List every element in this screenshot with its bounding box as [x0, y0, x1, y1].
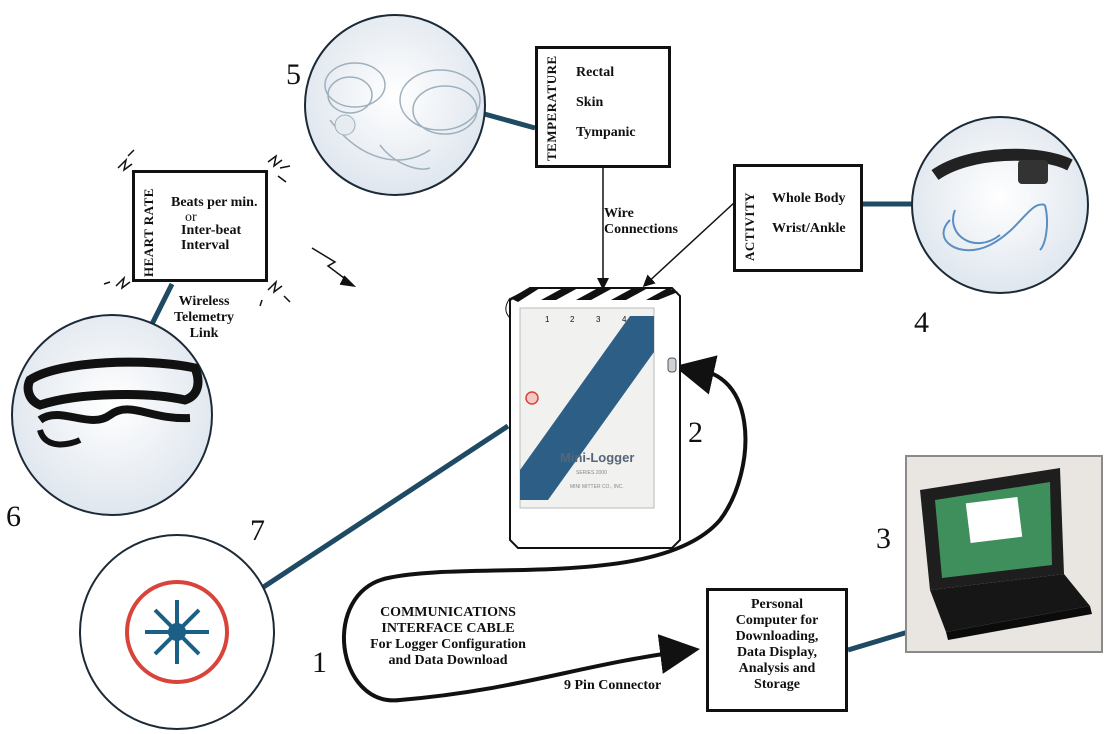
heart-rate-line-2: or — [185, 210, 197, 225]
number-4: 4 — [914, 306, 929, 339]
activity-title: ACTIVITY — [742, 191, 757, 261]
pc-line-3: Downloading, — [735, 629, 819, 644]
chest-strap-photo — [11, 314, 213, 516]
wire-connections-line-1: Wire — [604, 206, 634, 221]
temperature-box: TEMPERATURE Rectal Skin Tympanic — [535, 46, 671, 168]
number-1: 1 — [312, 646, 327, 679]
pc-line-5: Analysis and — [738, 661, 816, 676]
heart-rate-box: HEART RATE Beats per min. or Inter-beat … — [132, 170, 268, 282]
connector-lines — [145, 107, 930, 653]
wire-arrow-activity — [642, 201, 736, 288]
connector-label: 9 Pin Connector — [564, 678, 662, 693]
cable-line-3: For Logger Configuration — [370, 637, 526, 652]
heart-rate-title: HEART RATE — [141, 188, 156, 277]
port-label-4: 4 — [622, 315, 627, 324]
temperature-title: TEMPERATURE — [544, 55, 559, 161]
temperature-item-skin: Skin — [576, 95, 604, 110]
wireless-line-1: Wireless — [178, 294, 230, 309]
activity-item-whole-body: Whole Body — [772, 191, 846, 206]
temperature-item-rectal: Rectal — [576, 65, 615, 80]
pc-line-4: Data Display, — [736, 645, 818, 660]
heart-rate-line-3: Inter-beat — [181, 223, 242, 238]
activity-sensor-photo — [911, 116, 1089, 294]
heart-rate-line-4: Interval — [181, 238, 230, 253]
temperature-item-tympanic: Tympanic — [576, 125, 636, 140]
cable-line-4: and Data Download — [388, 653, 508, 668]
cable-label: COMMUNICATIONS INTERFACE CABLE For Logge… — [332, 605, 564, 669]
pc-line-2: Computer for — [735, 613, 819, 628]
cable-loop — [341, 367, 748, 703]
activity-box: ACTIVITY Whole Body Wrist/Ankle — [733, 164, 863, 272]
number-6: 6 — [6, 500, 21, 533]
number-5: 5 — [286, 58, 301, 91]
wire-connections-line-2: Connections — [604, 222, 678, 237]
number-3: 3 — [876, 522, 891, 555]
port-label-2: 2 — [570, 315, 575, 324]
wireless-arrow-icon — [311, 247, 357, 288]
pc-connector — [847, 629, 909, 653]
logger-model: SERIES 2000 — [576, 470, 607, 476]
heart-rate-line-1: Beats per min. — [171, 195, 258, 210]
cable-line-2: INTERFACE CABLE — [381, 621, 515, 636]
spark-icons — [103, 149, 291, 307]
mini-logger-device — [505, 287, 681, 549]
number-2: 2 — [688, 416, 703, 449]
pc-box: Personal Computer for Downloading, Data … — [706, 588, 848, 712]
sensor-ring — [125, 580, 229, 684]
port-label-3: 3 — [596, 315, 601, 324]
logger-brand: Mini-Logger — [560, 450, 634, 465]
wireless-line-3: Link — [189, 326, 219, 341]
pc-line-1: Personal — [750, 597, 804, 612]
logger-port-stripes — [510, 288, 678, 302]
wireless-label: Wireless Telemetry Link — [164, 294, 244, 342]
temperature-sensors-photo — [304, 14, 486, 196]
wireless-line-2: Telemetry — [173, 310, 235, 325]
logger-ports: 1 2 3 4 — [545, 315, 627, 324]
activity-item-wrist-ankle: Wrist/Ankle — [772, 221, 846, 236]
sensor-icon-circle — [79, 534, 275, 730]
cable-line-1: COMMUNICATIONS — [380, 605, 516, 620]
sensor-connector — [260, 423, 510, 591]
port-label-1: 1 — [545, 315, 550, 324]
number-7: 7 — [250, 514, 265, 547]
pc-line-6: Storage — [754, 677, 800, 692]
wire-connections-label: Wire Connections — [604, 206, 678, 238]
logger-maker: MINI MITTER CO., INC. — [570, 484, 624, 490]
laptop-photo — [905, 455, 1103, 653]
cable-logger-arrow — [674, 355, 718, 395]
